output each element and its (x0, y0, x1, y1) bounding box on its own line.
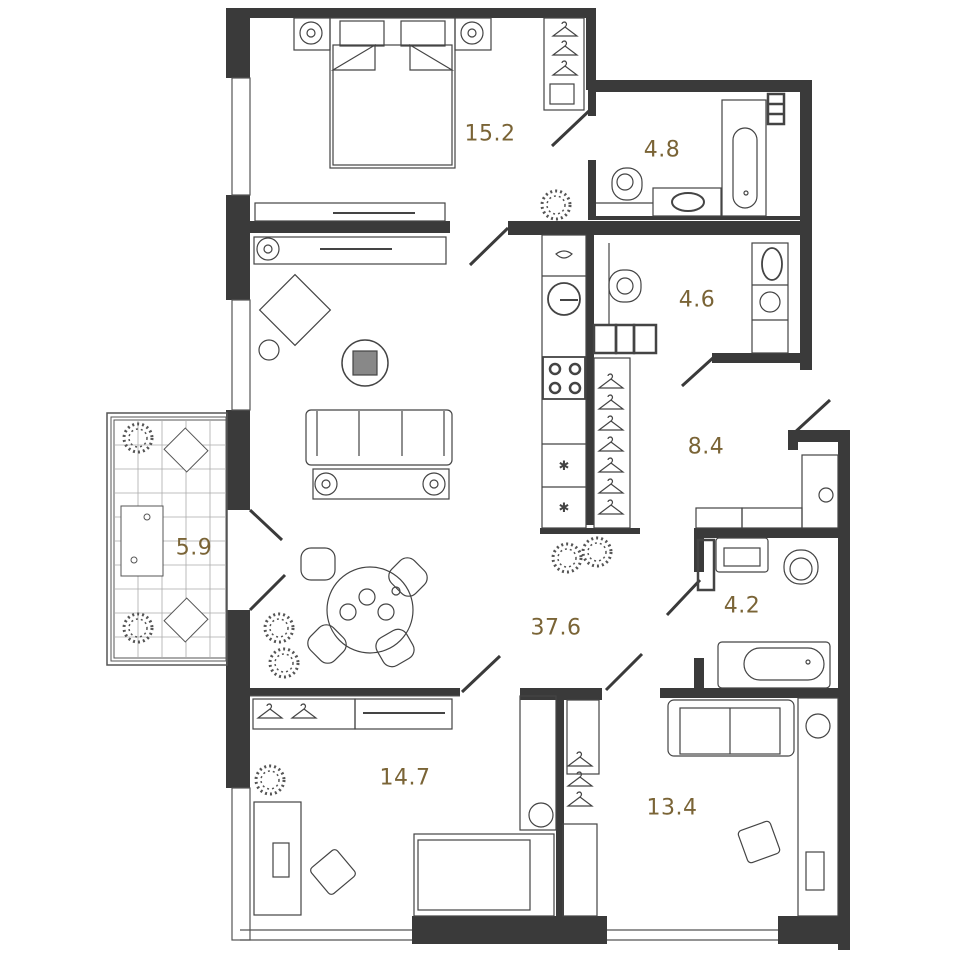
living-furniture (253, 236, 453, 668)
door-swings (248, 108, 832, 694)
kitchen-counter: ✱ ✱ (541, 234, 587, 529)
hallway-wardrobe (593, 357, 631, 529)
windows (231, 77, 778, 941)
room-area-bathroom-2: 4.6 (678, 287, 716, 313)
room-area-balcony: 5.9 (175, 535, 213, 561)
room-area-hallway: 8.4 (687, 434, 725, 460)
hallway-storage (695, 454, 839, 529)
room-area-bathroom-1: 4.8 (643, 137, 681, 163)
bedroom-3-furniture (667, 697, 839, 917)
walls (226, 8, 850, 950)
room-area-bathroom-3: 4.2 (723, 593, 761, 619)
bath-1-fixtures (596, 92, 786, 217)
master-bedroom-furniture (254, 17, 585, 222)
balcony (106, 412, 228, 666)
room-area-bedroom-3: 13.4 (646, 795, 698, 821)
svg-text:✱: ✱ (559, 459, 570, 474)
room-area-living-kitchen: 37.6 (530, 615, 582, 641)
bath-3-fixtures (696, 537, 831, 689)
room-area-master-bedroom: 15.2 (464, 121, 516, 147)
room-area-bedroom-2: 14.7 (379, 765, 431, 791)
bedroom-2-furniture (252, 695, 600, 917)
svg-text:✱: ✱ (559, 501, 570, 516)
bath-2-fixtures (592, 242, 789, 355)
